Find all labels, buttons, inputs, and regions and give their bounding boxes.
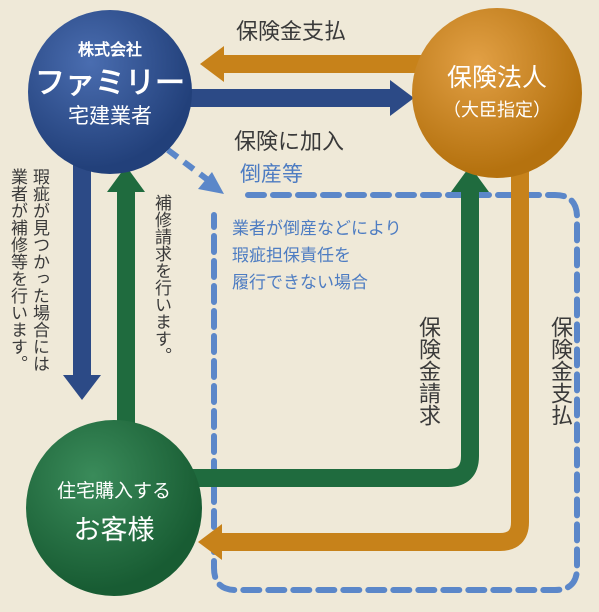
bankruptcy-dashed-outline [211,192,580,593]
company-type-label: 株式会社 [77,40,142,59]
bankruptcy-dashed-arrow [166,147,210,183]
repair-request-label: 補修請求を行います。 [151,194,171,364]
bankruptcy-note-line3: 履行できない場合 [232,273,368,293]
bankruptcy-note-line1: 業者が倒産などにより [232,219,402,239]
insurer-name-label: 保険法人 [446,63,547,92]
payment-top-arrowhead [200,46,224,82]
join-insurance-arrowhead [390,80,414,116]
defect-repair-arrowhead [63,375,101,400]
payment-right-arrowhead [198,524,222,560]
join-insurance-label: 保険に加入 [234,130,345,155]
payment-top-label: 保険金支払 [236,20,347,45]
repair-request-arrowhead [107,166,145,192]
payment-right-label: 保険金支払 [547,316,572,426]
company-role-label: 宅建業者 [68,104,152,128]
insurer-designation-label: （大臣指定） [443,100,551,121]
defect-repair-label-col2: 業者が補修等を行います。 [7,168,27,372]
customer-node [26,420,202,596]
claim-label: 保険金請求 [415,316,440,426]
company-name-label: ファミリー [35,66,185,101]
insurer-node [412,8,582,178]
bankruptcy-label: 倒産等 [240,162,303,186]
customer-name-label: お客様 [73,515,155,546]
company-node [28,10,192,174]
customer-role-label: 住宅購入する [56,480,171,502]
payment-right-arrow [222,160,529,551]
bankruptcy-note-line2: 瑕疵担保責任を [232,246,351,266]
claim-arrowhead [451,166,489,192]
bankruptcy-dashed-arrowhead [198,172,224,194]
claim-arrow [190,190,479,487]
defect-repair-label-col1: 瑕疵が見つかった場合には [29,168,49,372]
